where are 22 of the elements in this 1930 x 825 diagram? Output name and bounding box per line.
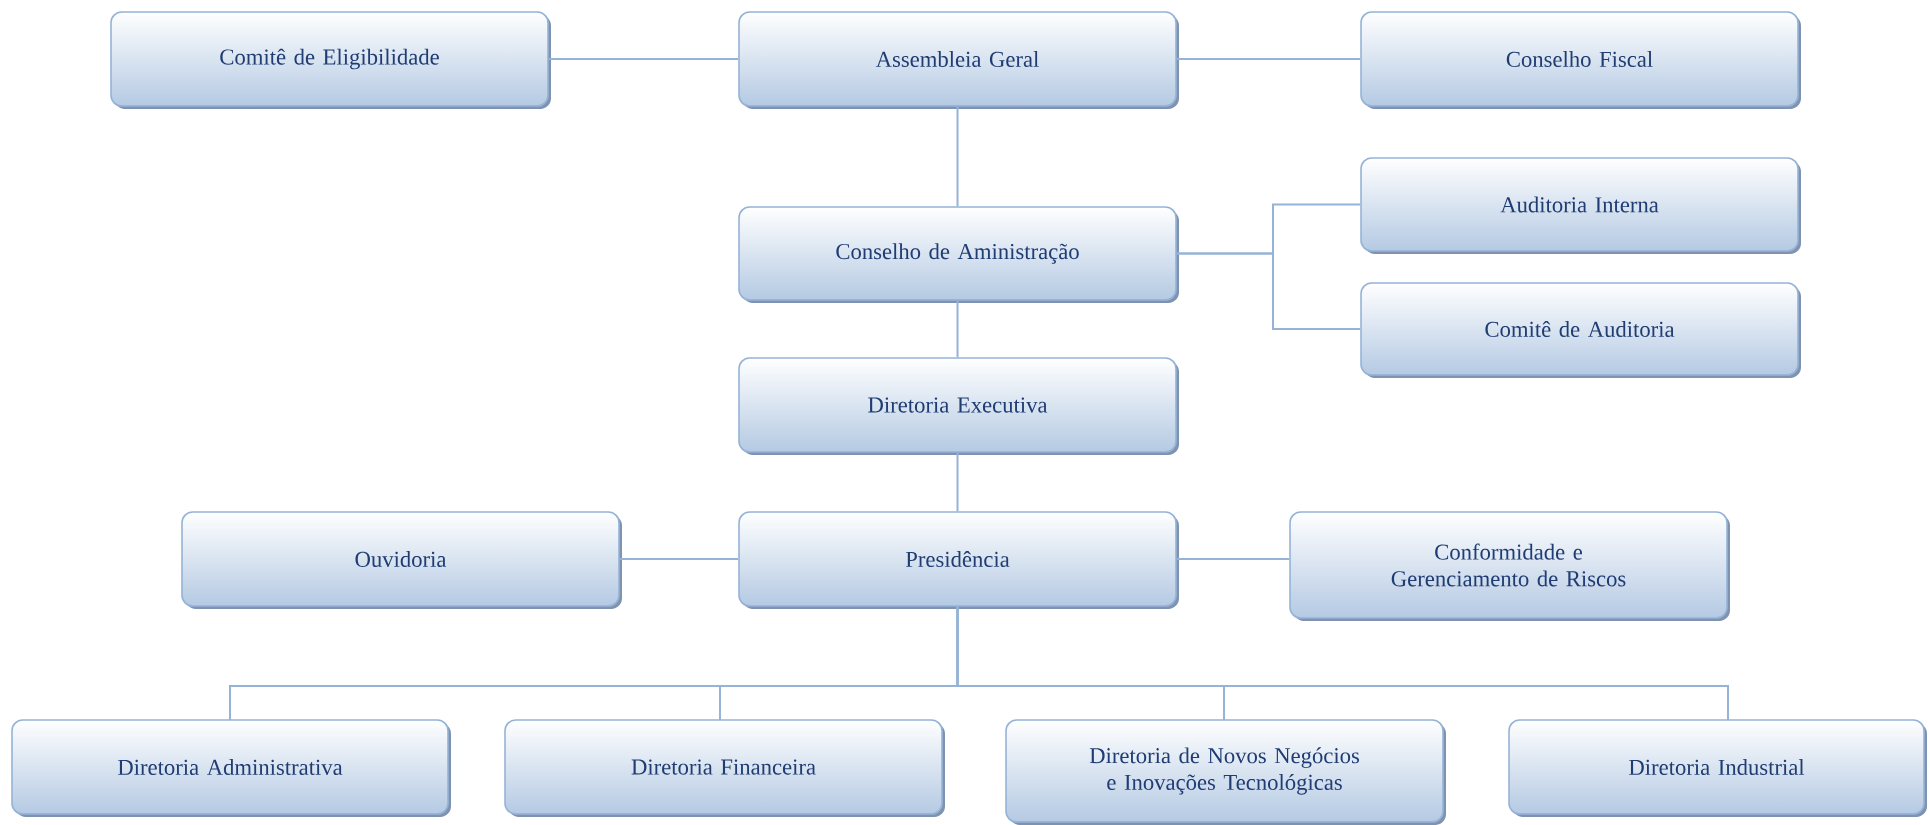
connector-line <box>1175 58 1362 60</box>
org-box: Comitê de Eligibilidade <box>110 11 551 109</box>
org-box: Diretoria Industrial <box>1508 719 1927 817</box>
org-box: Conformidade e Gerenciamento de Riscos <box>1289 511 1730 621</box>
org-box: Assembleia Geral <box>738 11 1179 109</box>
org-box: Diretoria Executiva <box>738 357 1179 455</box>
connector-line <box>956 451 959 513</box>
org-box: Diretoria Financeira <box>504 719 945 817</box>
org-box: Diretoria Administrativa <box>11 719 451 817</box>
org-box: Auditoria Interna <box>1360 157 1801 254</box>
connector-line <box>956 299 959 359</box>
org-box: Comitê de Auditoria <box>1360 282 1801 378</box>
connector-line <box>956 105 959 208</box>
connector-line <box>1175 558 1291 560</box>
org-box: Conselho Fiscal <box>1360 11 1801 109</box>
connector-line <box>618 558 740 560</box>
org-box: Conselho de Aministração <box>738 206 1179 303</box>
org-box: Presidência <box>738 511 1179 609</box>
org-box: Diretoria de Novos Negócios e Inovações Tecnológicas <box>1005 719 1446 825</box>
connector-line <box>1175 252 1362 330</box>
org-box: Ouvidoria <box>181 511 622 609</box>
connector-line <box>547 58 740 60</box>
